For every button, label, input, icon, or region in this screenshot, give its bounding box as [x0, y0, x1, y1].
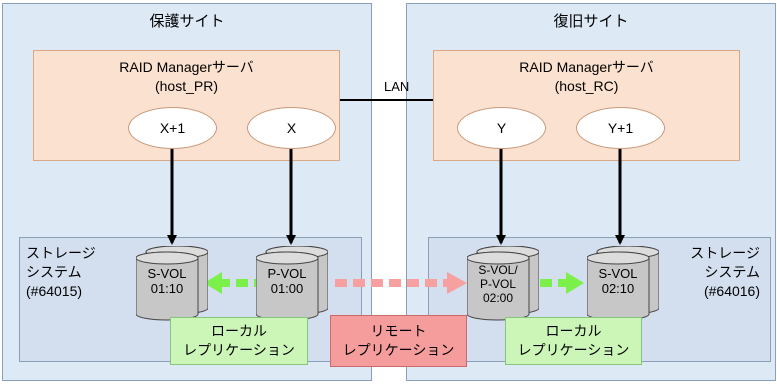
volume-label: P-VOL 01:00 — [267, 266, 307, 296]
volume-cylinder-icon — [256, 246, 328, 321]
port-x: X — [247, 107, 336, 149]
remote-replication-tag: リモート レプリケーション — [330, 315, 467, 367]
secondary-site-title: 復旧サイト — [553, 13, 629, 30]
remote-replication-arrow — [335, 272, 467, 294]
volume-label: S-VOL/ P-VOL 02:00 — [478, 263, 518, 305]
port-x-plus-1: X+1 — [128, 107, 217, 149]
volume-pvol-01-00: P-VOL 01:00 — [256, 246, 328, 321]
volume-label: S-VOL 01:10 — [147, 266, 187, 296]
local-replication-tag-left: ローカル レプリケーション — [170, 317, 308, 365]
volume-svol-pvol-02-00: S-VOL/ P-VOL 02:00 — [467, 246, 539, 321]
volume-svol-01-10: S-VOL 01:10 — [136, 246, 208, 321]
volume-label: S-VOL 02:10 — [598, 266, 638, 296]
port-y-plus-1: Y+1 — [576, 107, 665, 149]
primary-site-title: 保護サイト — [149, 13, 225, 30]
local-replication-tag-right: ローカル レプリケーション — [505, 317, 642, 365]
volume-cylinder-icon — [587, 246, 659, 321]
volume-svol-02-10: S-VOL 02:10 — [587, 246, 659, 321]
port-y: Y — [457, 107, 546, 149]
volume-cylinder-icon — [136, 246, 208, 321]
secondary-storage-label: ストレージ システム (#64016) — [690, 245, 760, 299]
primary-server-name: RAID Managerサーバ (host_PR) — [119, 59, 254, 94]
local-replication-arrow-right — [540, 272, 584, 294]
primary-storage-label: ストレージ システム (#64015) — [26, 245, 96, 299]
secondary-raid-manager-server: RAID Managerサーバ (host_RC) — [433, 50, 740, 161]
secondary-server-name: RAID Managerサーバ (host_RC) — [519, 59, 654, 94]
volume-cylinder-icon — [467, 246, 539, 321]
lan-label: LAN — [384, 79, 410, 94]
